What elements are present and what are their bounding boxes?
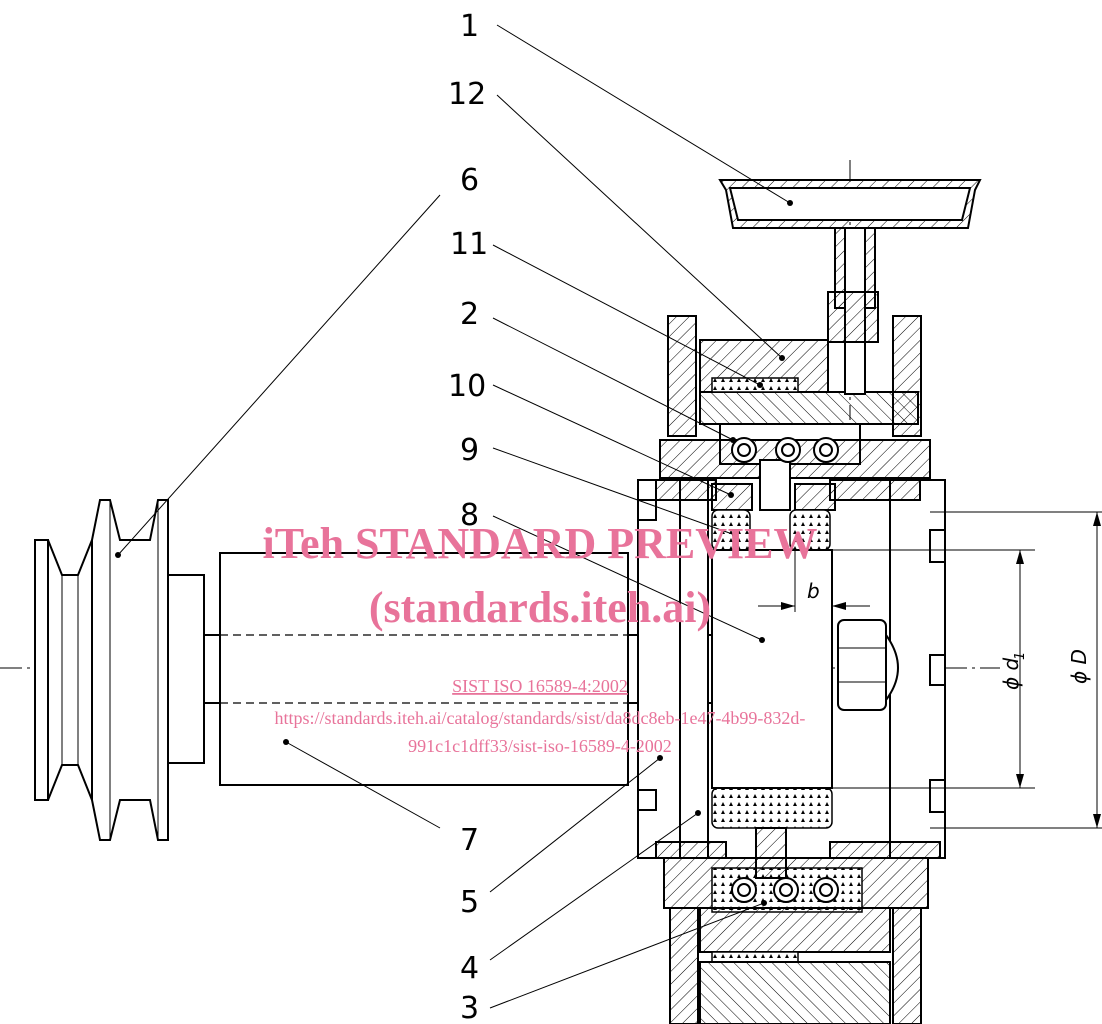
oil-cup — [718, 179, 982, 395]
watermark-url-line2[interactable]: 991c1c1dff33/sist-iso-16589-4-2002 — [408, 736, 672, 756]
drive-body — [219, 552, 629, 786]
upper-assembly — [655, 315, 931, 511]
callout-2: 2 — [460, 297, 479, 332]
dim-d1-label: ϕ d — [999, 657, 1023, 690]
watermark-title: iTeh STANDARD PREVIEW — [263, 519, 818, 568]
callout-3: 3 — [460, 991, 479, 1024]
dim-d1-subscript: 1 — [1013, 652, 1028, 660]
callout-7: 7 — [460, 823, 479, 858]
pulley — [34, 499, 221, 841]
callout-9: 9 — [460, 433, 479, 468]
dim-b-label: b — [807, 579, 820, 603]
leader-lines — [115, 24, 793, 1009]
callout-1: 1 — [460, 9, 479, 44]
callout-11: 11 — [450, 227, 488, 262]
watermark-standard-link[interactable]: SIST ISO 16589-4:2002 — [452, 676, 628, 696]
callout-12: 12 — [448, 77, 486, 112]
callout-labels: 1 12 6 11 2 10 9 8 7 5 4 3 — [448, 9, 488, 1024]
mandrel — [711, 549, 932, 789]
dim-D-label: ϕ D — [1067, 649, 1091, 684]
watermark-subtitle: (standards.iteh.ai) — [369, 583, 711, 632]
dimension-lines — [758, 511, 1102, 829]
callout-8: 8 — [460, 498, 479, 533]
callout-5: 5 — [460, 885, 479, 920]
callout-4: 4 — [460, 951, 479, 986]
seal-elements — [711, 509, 833, 829]
watermark-url-line1[interactable]: https://standards.iteh.ai/catalog/standa… — [275, 708, 806, 728]
upper-bearings — [731, 437, 839, 463]
hex-nut — [837, 619, 899, 711]
callout-10: 10 — [448, 369, 486, 404]
lower-assembly — [655, 827, 941, 1024]
callout-6: 6 — [460, 163, 479, 198]
watermark: iTeh STANDARD PREVIEW (standards.iteh.ai… — [263, 519, 818, 756]
